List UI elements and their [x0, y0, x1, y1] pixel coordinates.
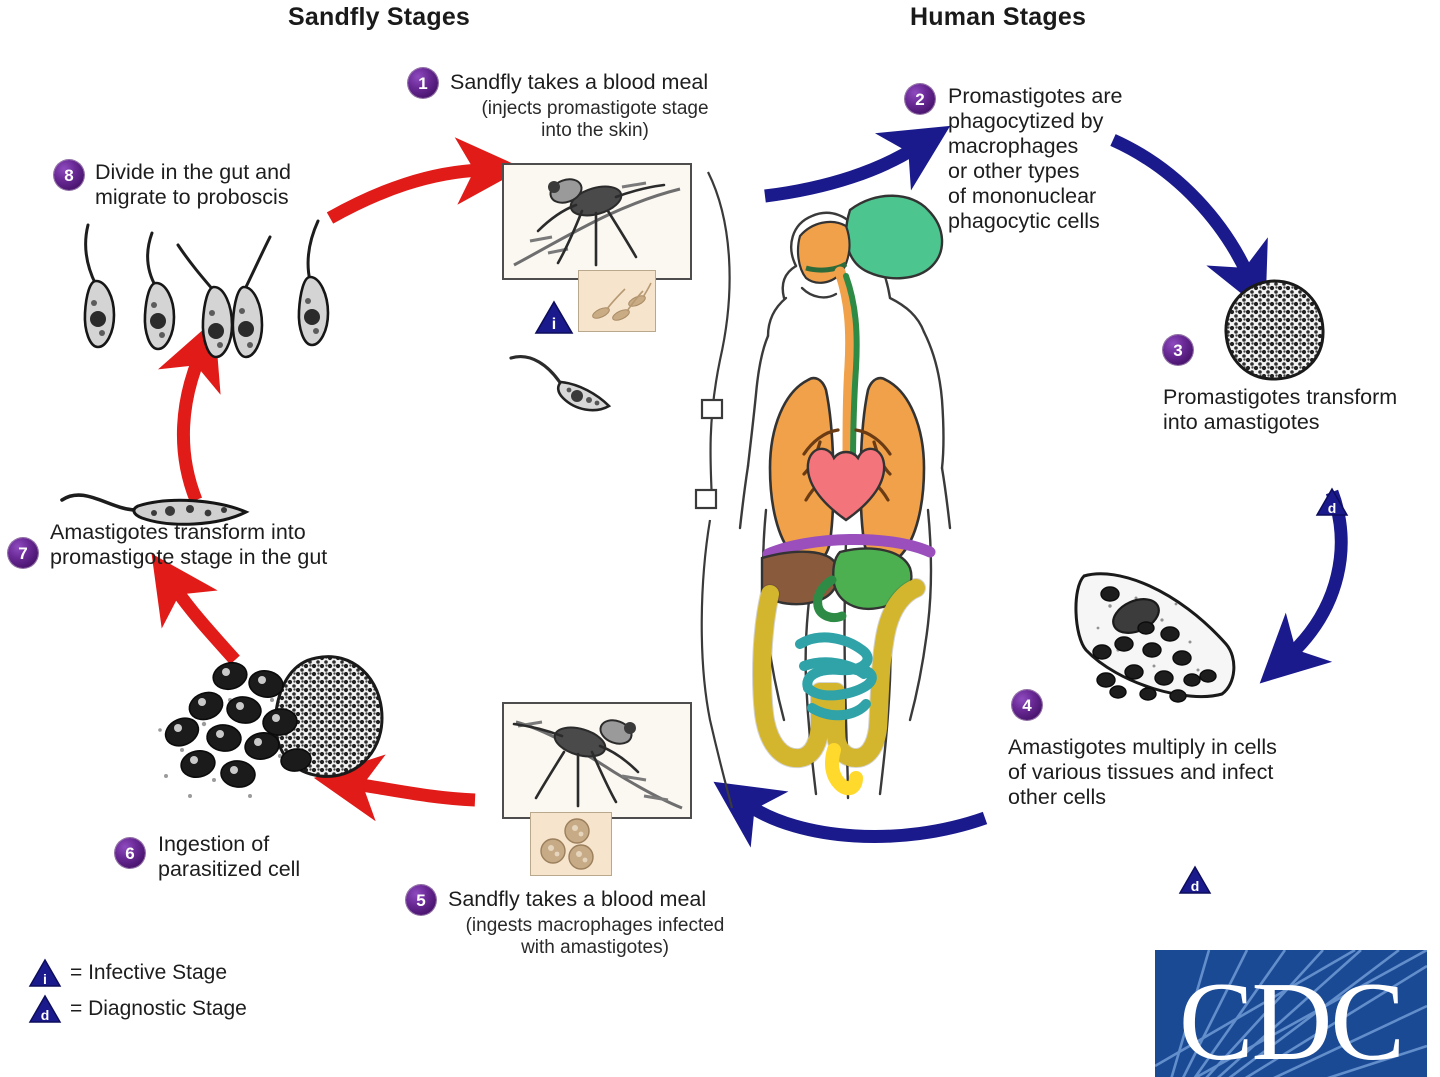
diagnostic-marker-glyph-3: d: [1327, 500, 1337, 516]
connector-node-lower: [694, 488, 718, 510]
parasitized-cell-illustration-6: [158, 655, 384, 798]
step-7-title: Amastigotes transform into promastigote …: [50, 520, 328, 569]
cdc-logo-rays: [1155, 950, 1427, 1077]
step-5-title: Sandfly takes a blood meal: [448, 887, 707, 911]
arrow-6-to-7: [151, 553, 240, 665]
oral-cavity: [805, 261, 848, 273]
arrow-5-to-6: [313, 754, 476, 822]
step-7-circle: 7: [8, 538, 38, 568]
legend-row-infective: i = Infective Stage: [28, 958, 247, 988]
connector-lower: [700, 519, 734, 809]
heart-organ: [806, 447, 886, 522]
diagnostic-stage-marker-3: d: [1315, 487, 1349, 517]
step-2-number: 2: [905, 84, 935, 114]
step-3-circle: 3: [1163, 335, 1193, 365]
colon-outline: [752, 578, 926, 769]
promastigote-inset-1: [592, 282, 652, 321]
step-3-number: 3: [1163, 335, 1193, 365]
diagnostic-icon-glyph: d: [40, 1007, 50, 1023]
infective-stage-marker-1: i: [534, 300, 574, 335]
arrow-1-to-2: [764, 125, 951, 203]
legend-infective-label: = Infective Stage: [70, 961, 228, 984]
step-5-number: 5: [406, 885, 436, 915]
stomach-organ: [832, 547, 913, 611]
step-1-number: 1: [408, 68, 438, 98]
step-5-subtitle: (ingests macrophages infected with amast…: [465, 915, 725, 959]
trachea-organ: [834, 266, 857, 472]
step-8-number: 8: [54, 160, 84, 190]
step-6-title: Ingestion of parasitized cell: [158, 832, 301, 881]
step-4-circle: 4: [1012, 690, 1042, 720]
promastigote-inset-panel-1: [578, 270, 656, 332]
human-stages-title: Human Stages: [910, 3, 1087, 31]
sandfly-illustration-5: [512, 719, 683, 810]
cdc-logo: CDC SAFER·HEALTHIER·PEOPLE™: [1155, 950, 1427, 1077]
arrow-2-to-3: [1110, 134, 1268, 313]
rectum-organ: [825, 743, 863, 796]
step-6-number: 6: [115, 838, 145, 868]
legend: i = Infective Stage d = Diagnostic Stage: [28, 958, 247, 1030]
amastigote-cell-illustration-3: [1224, 279, 1325, 381]
step-1-title: Sandfly takes a blood meal: [450, 70, 709, 94]
duodenum-organ: [813, 575, 847, 623]
infected-cell-illustration-4: [1074, 572, 1236, 703]
connector-node-upper: [700, 398, 724, 420]
diagnostic-stage-marker-4: d: [1178, 865, 1212, 895]
step-4-number: 4: [1012, 690, 1042, 720]
diagnostic-stage-icon: d: [28, 994, 62, 1024]
sandfly-panel-1: [502, 163, 692, 280]
sandfly-illustration-1: [513, 178, 681, 267]
sandfly-stages-title: Sandfly Stages: [288, 3, 471, 31]
esophagus-organ: [843, 273, 860, 471]
step-7-number: 7: [8, 538, 38, 568]
promastigote-single-illustration: [509, 355, 612, 412]
arrow-8-to-1: [326, 137, 524, 224]
step-2-title: Promastigotes are phagocytized by macrop…: [948, 84, 1123, 233]
step-6-circle: 6: [115, 838, 145, 868]
legend-row-diagnostic: d = Diagnostic Stage: [28, 994, 247, 1024]
arrow-4-to-5: [713, 781, 988, 848]
connector-upper: [707, 171, 731, 501]
step-1-circle: 1: [408, 68, 438, 98]
step-2-circle: 2: [905, 84, 935, 114]
colon-organ: [753, 579, 925, 768]
infective-stage-icon: i: [28, 958, 62, 988]
infective-marker-glyph-1: i: [551, 316, 557, 333]
step-5-circle: 5: [406, 885, 436, 915]
brain-organ: [844, 194, 944, 280]
promastigote-illustration-7: [60, 493, 250, 526]
step-8-circle: 8: [54, 160, 84, 190]
macrophage-inset-5: [540, 818, 594, 870]
body-connector-lines: [694, 171, 734, 809]
human-body-illustration: [738, 194, 952, 800]
step-8-title: Divide in the gut and migrate to probosc…: [95, 160, 292, 209]
macrophage-inset-panel-5: [530, 812, 612, 876]
step-4-title: Amastigotes multiply in cells of various…: [1008, 735, 1277, 809]
cdc-logo-letters: CDC: [1178, 960, 1405, 1077]
legend-diagnostic-label: = Diagnostic Stage: [70, 997, 247, 1020]
promastigote-group-illustration-8: [83, 219, 330, 359]
infective-icon-glyph: i: [43, 971, 47, 987]
step-3-title: Promastigotes transform into amastigotes: [1163, 385, 1398, 434]
step-1-subtitle: (injects promastigote stage into the ski…: [481, 98, 709, 142]
sandfly-panel-5: [502, 702, 692, 819]
arrow-7-to-8: [157, 319, 221, 503]
pancreas-organ: [762, 534, 936, 560]
diagnostic-marker-glyph-4: d: [1190, 878, 1200, 894]
